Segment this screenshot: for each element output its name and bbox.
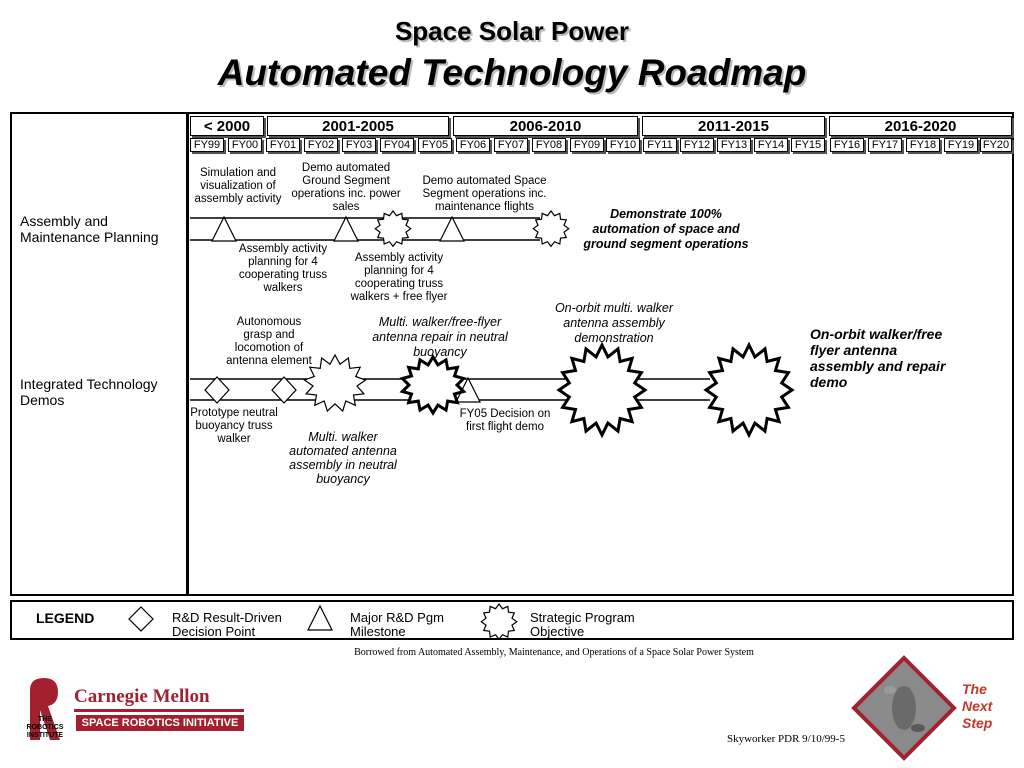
milestone-triangle xyxy=(211,215,237,242)
fy-cell: FY08 xyxy=(532,138,566,152)
era-header: 2011-2015 xyxy=(642,116,825,136)
era-header: 2006-2010 xyxy=(453,116,638,136)
space-robotics-initiative-badge: SPACE ROBOTICS INITIATIVE xyxy=(76,715,244,731)
fy-cell: FY13 xyxy=(717,138,751,152)
fy-cell: FY18 xyxy=(906,138,940,152)
strategic-star xyxy=(303,353,367,413)
note-onorbit-multi: On-orbit multi. walker antenna assembly … xyxy=(554,301,674,345)
fy-cell: FY06 xyxy=(456,138,490,152)
fy-cell: FY10 xyxy=(606,138,640,152)
fy-cell: FY20 xyxy=(980,138,1012,152)
strategic-star xyxy=(556,341,648,439)
robotics-institute-logo xyxy=(30,678,60,740)
pdr-label: Skyworker PDR 9/10/99-5 xyxy=(727,733,845,745)
era-header: 2001-2005 xyxy=(267,116,449,136)
note-prototype: Prototype neutral buoyancy truss walker xyxy=(190,407,278,445)
note-demo-space: Demo automated Space Segment operations … xyxy=(422,175,547,213)
note-sim-viz: Simulation and visualization of assembly… xyxy=(194,167,282,205)
decision-diamond xyxy=(204,376,230,404)
legend-title: LEGEND xyxy=(36,610,95,626)
era-header: < 2000 xyxy=(190,116,264,136)
fy-cell: FY03 xyxy=(342,138,376,152)
strategic-star xyxy=(374,209,412,248)
fy-cell: FY99 xyxy=(190,138,224,152)
fy-cell: FY19 xyxy=(944,138,978,152)
fy-cell: FY04 xyxy=(380,138,414,152)
bootprint-icon xyxy=(892,686,916,730)
note-autonomous-grasp: Autonomous grasp and locomotion of anten… xyxy=(226,316,312,367)
note-fy05: FY05 Decision on first flight demo xyxy=(459,408,551,433)
fy-cell: FY14 xyxy=(754,138,788,152)
fy-cell: FY09 xyxy=(570,138,604,152)
page-title: Automated Technology Roadmap xyxy=(217,52,807,93)
note-planning-4-flyer: Assembly activity planning for 4 coopera… xyxy=(350,252,448,303)
decision-diamond xyxy=(271,376,297,404)
row-label-assembly: Assembly and Maintenance Planning xyxy=(20,213,159,245)
fy-cell: FY12 xyxy=(680,138,714,152)
note-multi-repair: Multi. walker/free-flyer antenna repair … xyxy=(372,315,508,359)
note-multi-auto: Multi. walker automated antenna assembly… xyxy=(289,430,397,486)
legend-diamond-icon xyxy=(128,606,154,632)
fy-cell: FY11 xyxy=(643,138,677,152)
fy-cell: FY02 xyxy=(304,138,338,152)
next-step-label: The Next Step xyxy=(962,681,993,731)
note-onorbit-final: On-orbit walker/free flyer antenna assem… xyxy=(810,326,946,390)
roadmap-frame xyxy=(10,112,1014,596)
credit-line: Borrowed from Automated Assembly, Mainte… xyxy=(354,647,754,658)
era-header: 2016-2020 xyxy=(829,116,1012,136)
note-demo-100: Demonstrate 100% automation of space and… xyxy=(583,207,749,251)
fy-cell: FY05 xyxy=(418,138,452,152)
fy-cell: FY16 xyxy=(830,138,864,152)
fy-cell: FY00 xyxy=(228,138,262,152)
fy-cell: FY01 xyxy=(266,138,300,152)
milestone-triangle xyxy=(439,215,465,242)
fy-cell: FY07 xyxy=(494,138,528,152)
legend-strategic-label: Strategic Program Objective xyxy=(530,610,635,639)
strategic-star xyxy=(703,341,795,439)
strategic-star xyxy=(532,209,570,248)
title-line1: Space Solar Power xyxy=(394,16,630,46)
milestone-triangle xyxy=(333,215,359,242)
legend-milestone-label: Major R&D Pgm Milestone xyxy=(350,610,444,639)
strategic-star xyxy=(399,354,467,416)
row-label-divider xyxy=(186,112,189,596)
footer-rule xyxy=(74,709,244,712)
fy-cell: FY17 xyxy=(868,138,902,152)
robotics-institute-label: THE ROBOTICS INSTITUTE xyxy=(26,716,64,739)
note-demo-ground: Demo automated Ground Segment operations… xyxy=(291,162,401,213)
legend-rd-label: R&D Result-Driven Decision Point xyxy=(172,610,282,639)
legend-triangle-icon xyxy=(307,604,333,631)
carnegie-mellon-wordmark: Carnegie Mellon xyxy=(74,686,210,707)
fy-cell: FY15 xyxy=(791,138,825,152)
legend-box xyxy=(10,600,1014,640)
note-planning-4: Assembly activity planning for 4 coopera… xyxy=(238,243,328,294)
row-label-demos: Integrated Technology Demos xyxy=(20,376,158,408)
